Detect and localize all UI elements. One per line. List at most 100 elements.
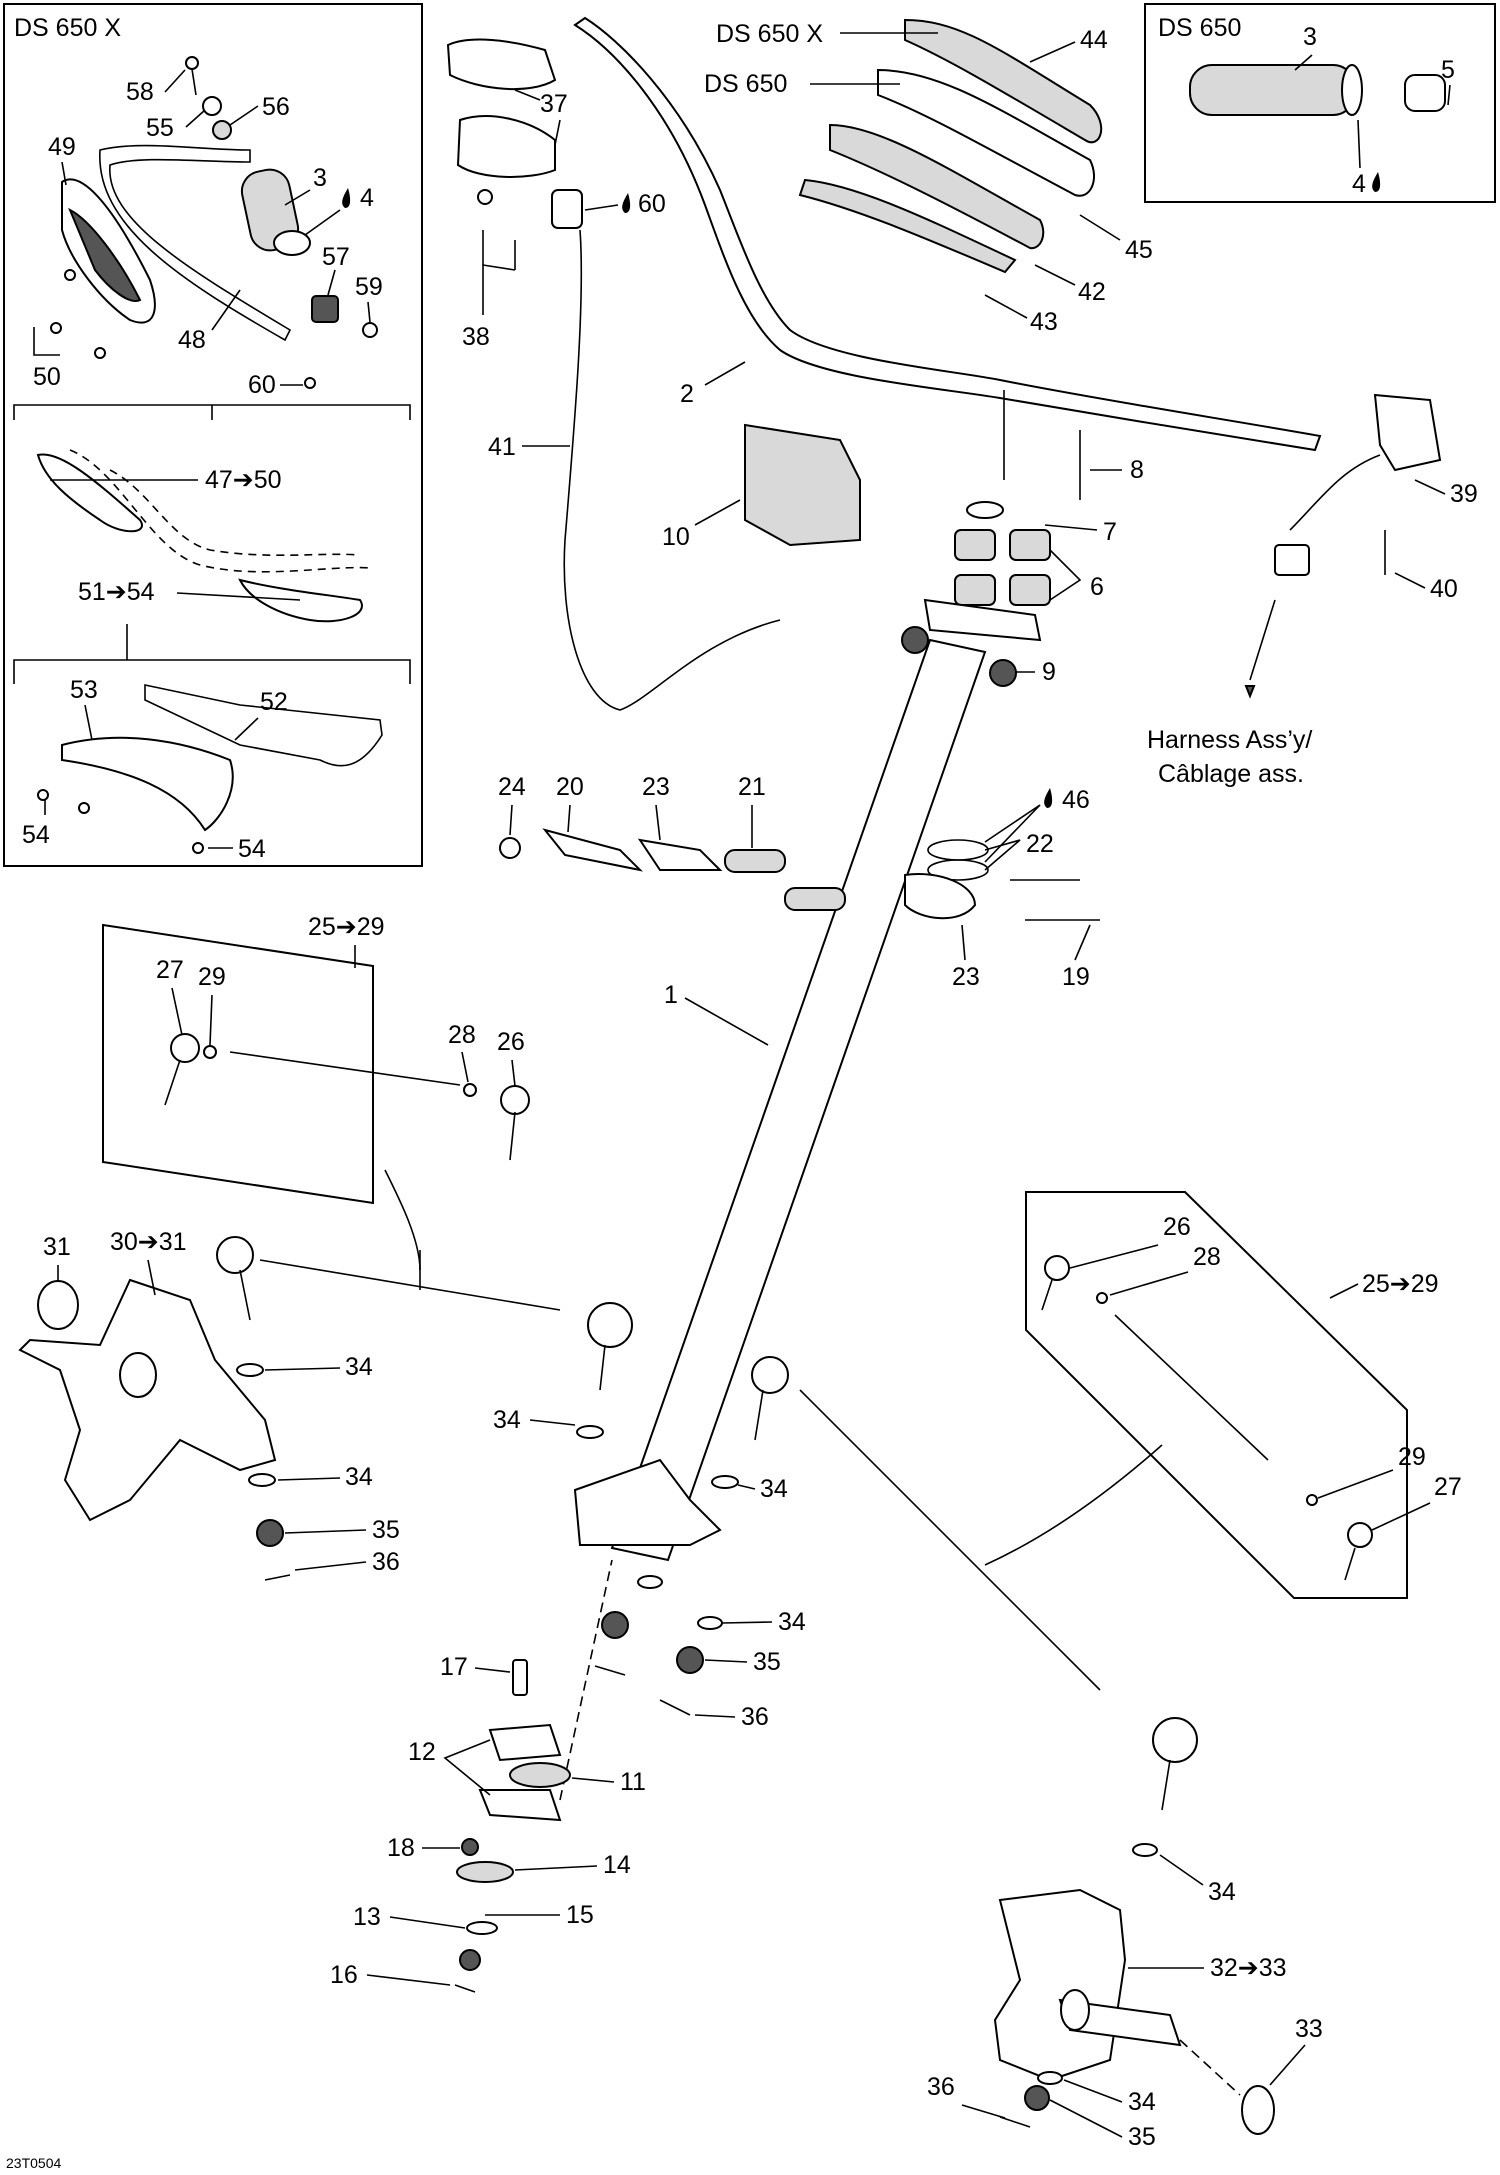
callout-42: 42 — [1078, 278, 1106, 306]
leader-57 — [327, 269, 336, 296]
callout-14: 14 — [603, 1851, 631, 1879]
leader-52 — [234, 717, 259, 741]
figure-code: 23T0504 — [6, 2155, 61, 2171]
callout-60-handguard: 60 — [248, 371, 276, 399]
callout-33: 33 — [1295, 2015, 1323, 2043]
leader-11 — [571, 1777, 615, 1783]
callout-21: 21 — [738, 773, 766, 801]
grip-inset-title: DS 650 — [1158, 14, 1241, 42]
leader-34-e — [721, 1621, 773, 1624]
tie-rod-right — [751, 1356, 1198, 1811]
callout-26-left: 26 — [497, 1028, 525, 1056]
leader-3-grip — [1294, 54, 1313, 71]
hardware-left — [236, 1363, 291, 1581]
callout-15: 15 — [566, 1901, 594, 1929]
leader-4-handguard — [304, 209, 341, 236]
callout-30-31: 30➔31 — [110, 1228, 187, 1256]
leader-37 — [514, 89, 541, 101]
leader-16 — [366, 1974, 451, 1986]
callout-50: 50 — [33, 363, 61, 391]
steering-support — [499, 828, 1100, 921]
harness-note-line1: Harness Ass’y/ — [1147, 726, 1312, 754]
leader-34-d — [737, 1484, 756, 1490]
leader-23-top — [655, 804, 661, 841]
callout-59: 59 — [355, 273, 383, 301]
callout-24: 24 — [498, 773, 526, 801]
leader-53 — [84, 704, 93, 741]
spindle-right — [993, 1843, 1275, 2135]
callout-32-33: 32➔33 — [1210, 1954, 1287, 1982]
callout-36-a: 36 — [372, 1548, 400, 1576]
spindle-left — [18, 1278, 277, 1522]
leader-26-left — [511, 1059, 516, 1087]
tie-rod-left-exploded — [164, 1033, 530, 1161]
callout-34-e: 34 — [778, 1608, 806, 1636]
switch-housing — [446, 38, 781, 711]
oil-drop-icon — [342, 188, 351, 208]
leader-59 — [367, 301, 371, 323]
callout-34-c: 34 — [345, 1463, 373, 1491]
leader-49 — [61, 161, 67, 186]
callout-25-29-left: 25➔29 — [308, 913, 385, 941]
callout-37: 37 — [540, 90, 568, 118]
callout-35-b: 35 — [753, 1648, 781, 1676]
callout-23-bottom: 23 — [952, 963, 980, 991]
leader-38 — [482, 264, 516, 315]
oil-drop-icon-4 — [1044, 788, 1053, 808]
callout-44: 44 — [1080, 26, 1108, 54]
callout-43: 43 — [1030, 308, 1058, 336]
leader-36-a — [294, 1561, 367, 1571]
leader-27-left — [171, 987, 183, 1036]
callout-18: 18 — [387, 1834, 415, 1862]
leader-43 — [984, 294, 1028, 319]
leader-25-29-right — [1329, 1283, 1359, 1299]
leader-13 — [389, 1916, 466, 1929]
leader-36-c — [961, 2104, 1006, 2119]
callout-28-right: 28 — [1193, 1243, 1221, 1271]
leader-42 — [1034, 264, 1076, 286]
tie-rod-inset-box-left — [102, 923, 374, 1205]
callout-11: 11 — [620, 1768, 646, 1796]
leader-58 — [164, 69, 186, 93]
callout-16: 16 — [330, 1961, 358, 1989]
callout-4-grip: 4 — [1352, 170, 1366, 198]
leader-34-b — [529, 1419, 576, 1426]
leader-51-54 — [176, 592, 301, 601]
leader-12 — [443, 1739, 491, 1796]
harness-connector — [1244, 393, 1442, 699]
callout-57: 57 — [322, 243, 350, 271]
callout-31: 31 — [43, 1233, 71, 1261]
tie-rod-left — [216, 1169, 633, 1391]
leader-20 — [567, 804, 571, 833]
callout-55: 55 — [146, 114, 174, 142]
callout-17: 17 — [440, 1653, 468, 1681]
leader-45 — [1079, 214, 1121, 241]
steering-column — [559, 638, 987, 1801]
handguard-inset-title: DS 650 X — [14, 14, 121, 42]
grip-inset-parts — [1189, 64, 1446, 116]
callout-5: 5 — [1441, 56, 1455, 84]
callout-3-grip: 3 — [1303, 23, 1317, 51]
callout-35-a: 35 — [372, 1516, 400, 1544]
leader-17 — [474, 1667, 511, 1673]
leader-29-left — [209, 994, 213, 1046]
leader-35-a — [284, 1529, 367, 1534]
callout-27-left: 27 — [156, 956, 184, 984]
callout-48: 48 — [178, 326, 206, 354]
callout-28-left: 28 — [448, 1021, 476, 1049]
leader-34-a — [264, 1367, 341, 1371]
column-bottom — [573, 1425, 739, 1716]
leader-1 — [684, 997, 769, 1046]
callout-36-b: 36 — [741, 1703, 769, 1731]
callout-1: 1 — [664, 981, 678, 1009]
harness-note-line2: Câblage ass. — [1158, 760, 1304, 788]
handguard-inset-box — [3, 3, 423, 867]
callout-9: 9 — [1042, 658, 1056, 686]
leader-48 — [211, 289, 241, 331]
leader-37b — [554, 119, 561, 146]
callout-34-f: 34 — [1208, 1878, 1236, 1906]
tie-rod-inset-box-right — [1025, 1191, 1408, 1599]
callout-54-left: 54 — [22, 821, 50, 849]
callout-54-right: 54 — [238, 835, 266, 863]
leader-55 — [185, 109, 206, 128]
